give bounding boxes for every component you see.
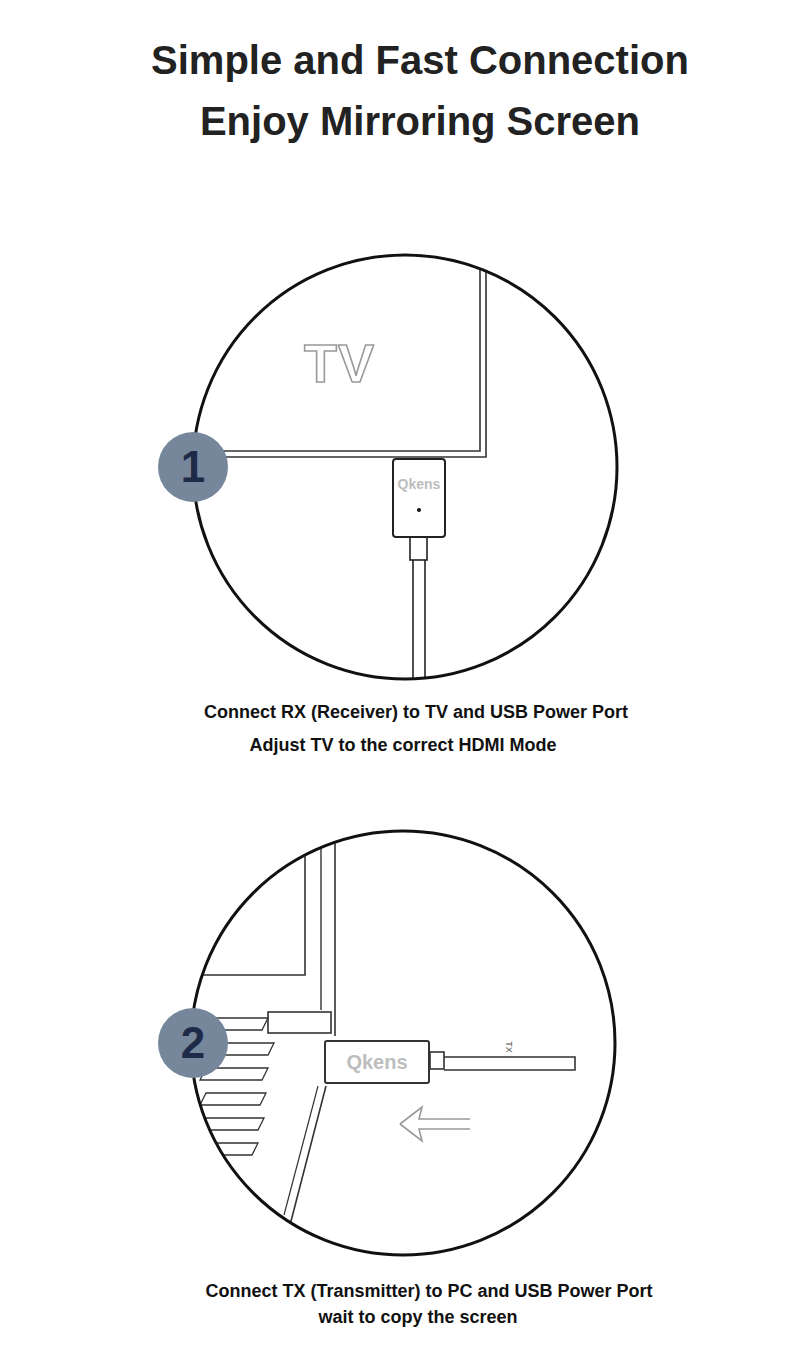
laptop-base-edge — [284, 1086, 318, 1215]
tv-frame-outer — [100, 200, 486, 457]
receiver-plug — [410, 537, 427, 560]
receiver-dongle: Qkens — [392, 458, 447, 538]
callout-number: 1 — [181, 445, 205, 489]
insert-arrow — [400, 1107, 470, 1141]
status-led — [417, 508, 421, 512]
instruction-text: wait to copy the screen — [318, 1308, 517, 1328]
callout-number: 2 — [158, 1008, 228, 1078]
callout-number: 2 — [181, 1021, 205, 1065]
keyboard-key — [200, 1143, 258, 1155]
transmitter-dongle: Qkens — [324, 1040, 430, 1084]
laptop-lid-edge — [334, 800, 336, 1036]
instruction-text: Adjust TV to the correct HDMI Mode — [249, 736, 556, 756]
tv-screen: TV — [196, 262, 483, 450]
keyboard-key — [200, 1093, 266, 1105]
transmitter-plug — [430, 1052, 444, 1069]
transmitter-cable — [444, 1057, 575, 1070]
laptop-base-edge — [290, 1086, 326, 1225]
brand-label: Qkens — [346, 1051, 407, 1074]
brand-label: Qkens — [398, 476, 441, 492]
tv-scene — [100, 200, 486, 700]
instruction-text: Connect RX (Receiver) to TV and USB Powe… — [204, 703, 628, 723]
laptop-port — [268, 1012, 331, 1033]
laptop-screen — [100, 800, 305, 975]
screen-label: TV — [304, 332, 375, 394]
callout-number: 1 — [158, 432, 228, 502]
laptop-lid-edge — [320, 800, 321, 1010]
detail-circle — [193, 255, 617, 679]
instruction-text: Connect TX (Transmitter) to PC and USB P… — [205, 1282, 652, 1302]
title: Simple and Fast Connection Enjoy Mirrori… — [110, 30, 730, 152]
cable-marking: TX — [503, 1041, 513, 1053]
laptop-scene — [100, 800, 575, 1225]
detail-circle — [191, 831, 615, 1255]
tv-frame-inner — [100, 200, 480, 451]
